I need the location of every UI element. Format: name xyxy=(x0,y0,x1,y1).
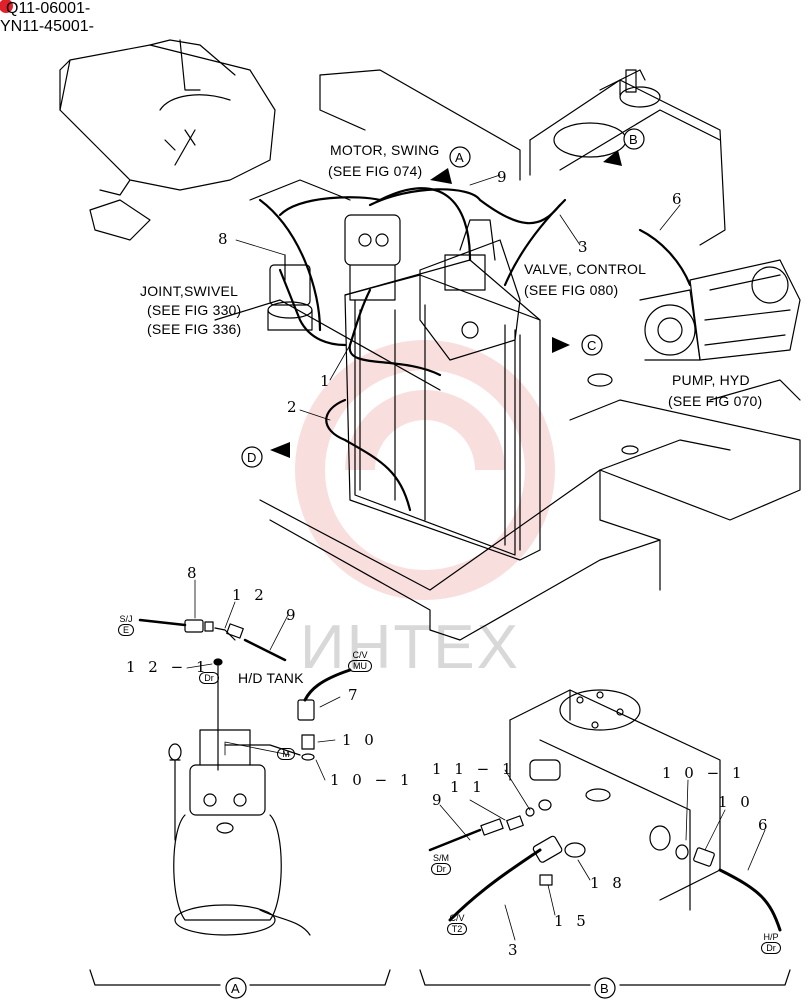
detail-b-drawing xyxy=(428,689,782,932)
port-tag-cv-mu: C/V MU xyxy=(345,650,375,672)
callout-b-9[interactable]: 9 xyxy=(432,791,446,809)
port-tag-sm-top: S/M xyxy=(432,853,449,863)
callout-top-6[interactable]: 6 xyxy=(672,190,686,208)
oil-cooler-radiator xyxy=(344,259,541,561)
swivel-joint xyxy=(267,254,313,331)
label-hd-tank: H/D TANK xyxy=(238,670,304,686)
hydraulic-pump xyxy=(639,259,801,361)
port-tag-sm-bottom: Dr xyxy=(431,863,451,875)
label-pump-hyd-ref[interactable]: (SEE FIG 070) xyxy=(668,393,763,409)
detail-a-drawing xyxy=(138,618,352,936)
port-tag-sj-top: S/J xyxy=(119,614,133,624)
label-valve-control-ref[interactable]: (SEE FIG 080) xyxy=(524,282,619,298)
callout-top-1[interactable]: 1 xyxy=(320,372,334,390)
callout-a-12[interactable]: 1 2 xyxy=(232,586,268,604)
label-motor-swing-ref[interactable]: (SEE FIG 074) xyxy=(328,163,423,179)
section-label-b[interactable]: B xyxy=(600,981,609,996)
port-tag-dr-a: Dr xyxy=(194,672,224,684)
view-letter-d[interactable]: D xyxy=(247,450,257,465)
leader-lines-top xyxy=(235,174,681,421)
view-letter-b[interactable]: B xyxy=(629,132,638,147)
callout-b-18[interactable]: 1 8 xyxy=(590,874,626,892)
callout-b-11-1[interactable]: 1 1 − 1 xyxy=(432,760,516,778)
label-valve-control[interactable]: VALVE, CONTROL xyxy=(524,261,647,277)
section-braces xyxy=(89,969,791,986)
port-tag-sj-bottom: E xyxy=(117,624,134,636)
serial-code-2: YN11-45001- xyxy=(0,18,94,35)
callout-b-15[interactable]: 1 5 xyxy=(554,912,590,930)
watermark-text: ИНТЕХ xyxy=(300,613,520,682)
upper-frame xyxy=(214,69,801,641)
port-tag-cv-mu-top: C/V xyxy=(352,650,368,660)
port-tag-cv-mu-bottom: MU xyxy=(348,660,372,672)
callout-a-8[interactable]: 8 xyxy=(187,564,201,582)
callout-top-9[interactable]: 9 xyxy=(497,168,511,186)
port-tag-sj: S/J E xyxy=(112,614,140,636)
view-letter-a[interactable]: A xyxy=(455,150,464,165)
port-tag-cv-t2-top: C/V xyxy=(449,913,465,923)
callout-a-7[interactable]: 7 xyxy=(348,686,362,704)
view-letter-c[interactable]: C xyxy=(587,338,597,353)
port-tag-sm: S/M Dr xyxy=(426,853,456,875)
callout-b-6[interactable]: 6 xyxy=(758,816,772,834)
port-tag-hp-top: H/P xyxy=(763,932,779,942)
port-tag-dr-a-oval: Dr xyxy=(199,672,219,684)
port-tag-cv-t2: C/V T2 xyxy=(442,913,472,935)
swing-motor xyxy=(344,214,401,301)
leader-lines-details xyxy=(186,579,766,941)
label-joint-swivel-ref1[interactable]: (SEE FIG 330) xyxy=(147,302,242,318)
port-tag-hp-bottom: Dr xyxy=(761,942,781,954)
callout-b-11[interactable]: 1 1 xyxy=(450,778,486,796)
callout-a-9[interactable]: 9 xyxy=(286,606,300,624)
callout-b-10[interactable]: 1 0 xyxy=(718,793,754,811)
callout-top-2[interactable]: 2 xyxy=(287,398,301,416)
callout-b-3[interactable]: 3 xyxy=(508,941,522,959)
serial-code-1: Q11-06001- xyxy=(6,0,91,17)
label-pump-hyd[interactable]: PUMP, HYD xyxy=(672,372,750,388)
label-joint-swivel[interactable]: JOINT,SWIVEL xyxy=(140,283,239,299)
callout-top-3[interactable]: 3 xyxy=(578,238,592,256)
label-motor-swing[interactable]: MOTOR, SWING xyxy=(330,142,440,158)
callout-top-8[interactable]: 8 xyxy=(218,230,232,248)
callout-a-12-1[interactable]: 1 2 − 1 xyxy=(126,658,210,676)
label-joint-swivel-ref2[interactable]: (SEE FIG 336) xyxy=(147,321,242,337)
port-tag-m-oval: M xyxy=(277,748,295,760)
callout-a-10[interactable]: 1 0 xyxy=(342,731,378,749)
view-letter-circles xyxy=(225,128,645,999)
port-tag-cv-t2-bottom: T2 xyxy=(446,923,468,935)
hoses-main xyxy=(258,187,692,512)
view-arrows xyxy=(270,150,622,458)
port-tag-hp: H/P Dr xyxy=(756,932,786,954)
cab-outline xyxy=(59,39,276,241)
section-label-a[interactable]: A xyxy=(231,981,240,996)
port-tag-m: M xyxy=(275,748,297,760)
callout-a-10-1[interactable]: 1 0 − 1 xyxy=(330,771,414,789)
control-valve-body xyxy=(419,219,521,361)
red-marker xyxy=(0,0,13,13)
callout-b-10-1[interactable]: 1 0 − 1 xyxy=(662,764,746,782)
